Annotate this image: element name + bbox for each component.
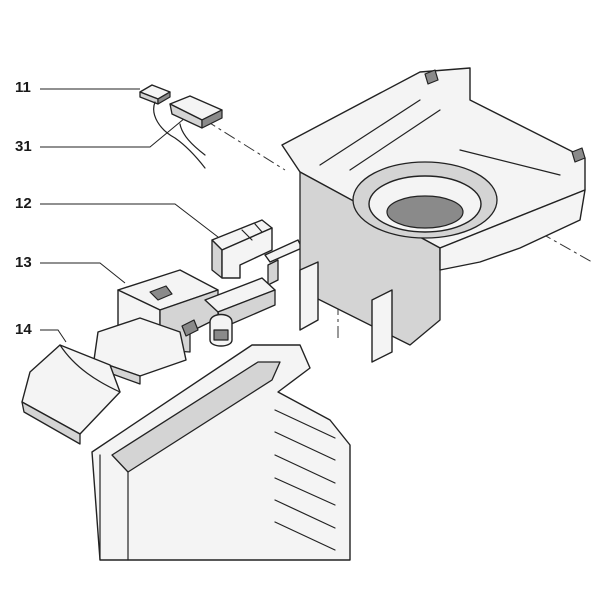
callout-31: 31: [15, 138, 32, 155]
part-spout-bracket: [211, 219, 303, 286]
leader-lines: [40, 88, 219, 343]
leader-31: [40, 117, 186, 148]
part-front-cover: [21, 317, 187, 445]
leader-12: [40, 203, 219, 238]
callout-12: 12: [15, 195, 32, 212]
part-sensor-pad: [169, 95, 223, 156]
part-sensor-clip: [139, 84, 206, 169]
callout-13: 13: [15, 254, 32, 271]
leader-14: [40, 329, 67, 343]
callout-11: 11: [15, 79, 31, 96]
part-main-tray-frame: [281, 67, 586, 363]
part-housing-body: [91, 344, 351, 561]
callout-14: 14: [15, 321, 32, 338]
leader-13: [40, 262, 126, 284]
